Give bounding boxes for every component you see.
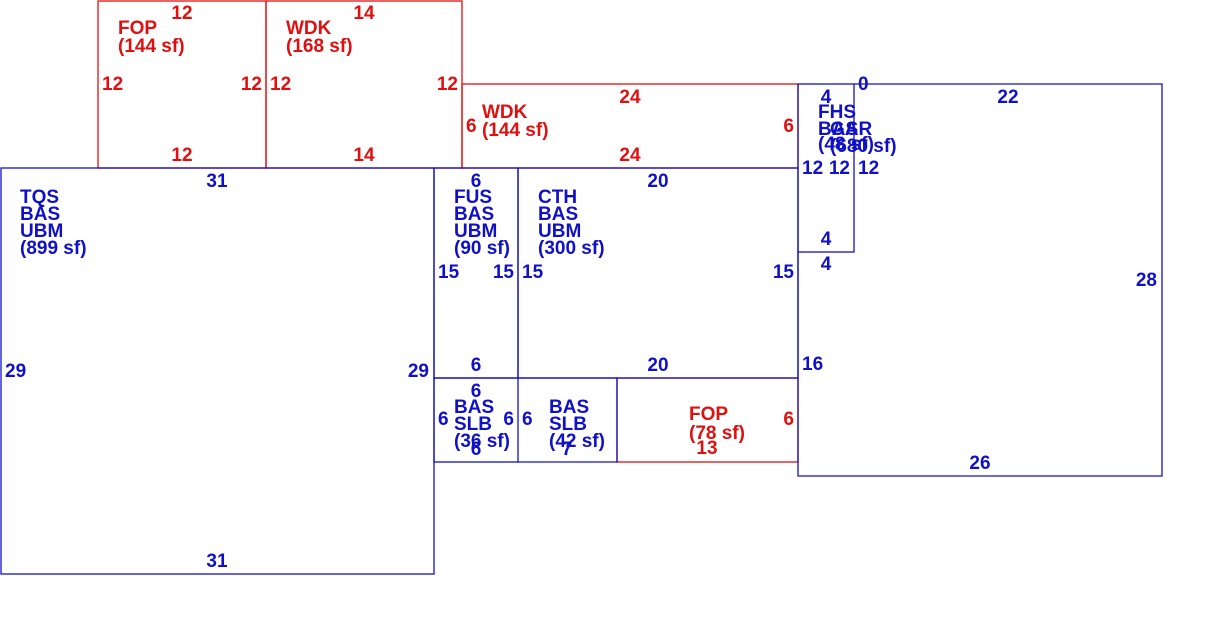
cth-dim-left: 15 bbox=[522, 262, 544, 283]
gar-dim-bottom: 26 bbox=[969, 453, 990, 474]
wdk-144-dim-left: 6 bbox=[466, 116, 477, 137]
fop-144-dim-right: 12 bbox=[241, 74, 262, 95]
bas-slb-36-dim-bottom: 6 bbox=[471, 439, 482, 460]
fop-78-label: FOP(78 sf) bbox=[689, 404, 745, 444]
wdk-168-dim-right: 12 bbox=[437, 74, 458, 95]
fus-dim-top: 6 bbox=[471, 171, 482, 192]
cth-dim-right: 15 bbox=[773, 262, 795, 283]
fop-78-dim-bottom: 13 bbox=[696, 438, 717, 459]
bas-slb-42-dim-bottom: 7 bbox=[562, 439, 573, 460]
bas-slb-36-outline bbox=[433, 377, 519, 463]
tqs-dim-right: 29 bbox=[408, 361, 429, 382]
gar-dim-inner: 12 bbox=[858, 158, 879, 179]
bas-slb-36-dim-top: 6 bbox=[471, 381, 482, 402]
wdk-168-dim-left: 12 bbox=[270, 74, 291, 95]
gar-dim-left: 16 bbox=[802, 354, 823, 375]
fus-dim-bottom: 6 bbox=[471, 355, 482, 376]
fhs-dim-bottom: 4 bbox=[821, 229, 832, 250]
bas-slb-42-dim-left: 6 bbox=[522, 409, 533, 430]
gar-dim-top: 22 bbox=[997, 87, 1018, 108]
fop-144-dim-left: 12 bbox=[102, 74, 123, 95]
bas-slb-36-dim-left: 6 bbox=[438, 409, 449, 430]
fop-78-dim-right: 6 bbox=[783, 409, 794, 430]
gar-label: GAR(680 sf) bbox=[830, 119, 897, 157]
tqs-outline bbox=[0, 167, 435, 575]
tqs-dim-top: 31 bbox=[206, 171, 228, 192]
cth-dim-top: 20 bbox=[647, 171, 668, 192]
tqs-dim-left: 29 bbox=[5, 361, 26, 382]
fhs-dim-right: 12 bbox=[829, 158, 850, 179]
wdk-168-dim-bottom: 14 bbox=[353, 145, 375, 166]
fhs-dim-top: 4 bbox=[821, 87, 832, 108]
fop-144-dim-bottom: 12 bbox=[171, 145, 192, 166]
tqs-dim-bottom: 31 bbox=[206, 551, 228, 572]
fhs-outline bbox=[797, 83, 855, 253]
gar-dim-right: 28 bbox=[1136, 270, 1157, 291]
fhs-dim-below: 4 bbox=[821, 254, 832, 275]
fop-144-dim-top: 12 bbox=[171, 3, 192, 24]
bas-slb-36-dim-right: 6 bbox=[503, 409, 514, 430]
wdk-144-dim-right: 6 bbox=[783, 116, 794, 137]
cth-dim-bottom: 20 bbox=[647, 355, 668, 376]
fus-dim-right: 15 bbox=[493, 262, 515, 283]
gar-dim-corner: 0 bbox=[858, 74, 869, 95]
gar-outline bbox=[797, 83, 1163, 477]
wdk-144-label: WDK(144 sf) bbox=[482, 102, 549, 141]
fop-144-label: FOP(144 sf) bbox=[118, 18, 185, 57]
wdk-144-dim-bottom: 24 bbox=[619, 145, 641, 166]
bas-slb-42-outline bbox=[518, 377, 618, 463]
fhs-dim-left: 12 bbox=[802, 158, 823, 179]
wdk-168-label: WDK(168 sf) bbox=[286, 18, 353, 57]
wdk-144-dim-top: 24 bbox=[619, 87, 641, 108]
overlap-area-label: (48 sf) bbox=[818, 134, 874, 155]
wdk-168-dim-top: 14 bbox=[353, 3, 375, 24]
fus-dim-left: 15 bbox=[438, 262, 460, 283]
